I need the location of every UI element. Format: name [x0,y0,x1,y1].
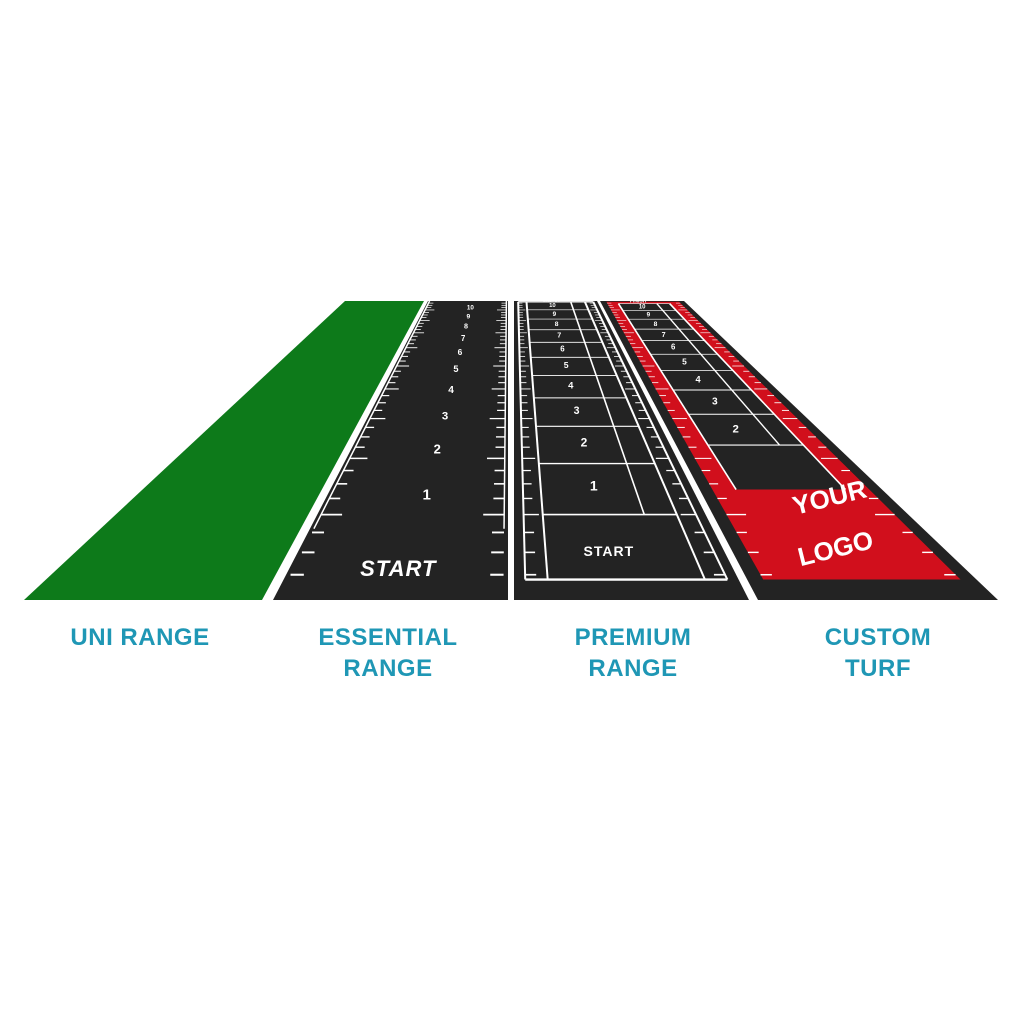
essential-distance-number: 5 [453,364,458,374]
uni-turf-surface [24,301,424,600]
premium-lane-right [583,301,706,580]
essential-distance-number: 10 [467,305,475,312]
essential-distance-number: 7 [461,334,465,343]
essential-side-line-right [503,300,508,529]
caption-uni-range-line1: UNI RANGE [70,624,210,651]
premium-distance-number: 1 [590,477,598,493]
caption-premium-range-line2: RANGE [588,655,678,682]
premium-distance-number: 2 [581,436,588,450]
custom-lane-line-right [669,302,847,491]
custom-distance-number: 4 [696,374,702,384]
caption-uni-range: UNI RANGE [25,622,255,653]
premium-grid-divider [569,301,646,515]
caption-custom-turf-line1: CUSTOM [824,624,932,651]
custom-center-lane [618,303,846,490]
essential-distance-number: 2 [434,442,441,457]
uni-range-turf [24,301,424,600]
custom-distance-number: 5 [682,356,687,366]
premium-distance-number: 3 [574,405,580,417]
premium-frame-left [517,301,527,580]
custom-distance-number: 9 [647,312,651,319]
premium-distance-number: 8 [555,321,559,328]
essential-distance-number: 9 [466,313,470,320]
custom-distance-number: 8 [654,321,658,328]
premium-start-label: START [584,543,635,559]
essential-side-line-left [313,300,431,530]
essential-distance-number: 3 [442,411,448,423]
custom-distance-number: 6 [671,342,676,351]
custom-grid-divider [656,303,781,446]
premium-distance-number: 7 [557,331,561,340]
custom-distance-number: 7 [662,330,666,339]
custom-distance-number: 3 [712,397,718,408]
custom-distance-number: 10 [639,304,646,310]
caption-premium-range-line1: PREMIUM [574,624,692,651]
caption-custom-turf: CUSTOM TURF [763,622,993,684]
custom-distance-number: 2 [733,423,739,435]
essential-turf-surface [273,301,508,600]
essential-distance-number: 4 [448,385,454,396]
custom-finish-label: FINISH [630,299,647,305]
premium-distance-number: 5 [564,360,569,370]
essential-distance-number: 1 [422,486,430,503]
premium-distance-number: 9 [553,311,557,318]
premium-distance-number: 10 [549,303,556,309]
custom-lane-line-left [617,303,737,490]
essential-distance-number: 8 [464,322,468,331]
caption-premium-range: PREMIUM RANGE [518,622,748,684]
premium-distance-number: 4 [568,380,574,391]
premium-frame-right [592,301,729,580]
caption-custom-turf-line2: TURF [845,655,911,682]
premium-distance-number: 6 [560,344,565,353]
caption-essential-range-line2: RANGE [343,655,433,682]
caption-essential-range-line1: ESSENTIAL [318,624,458,651]
premium-finish-label: FINISH [543,299,560,305]
caption-essential-range: ESSENTIAL RANGE [273,622,503,684]
essential-distance-number: 6 [458,347,463,357]
essential-start-label: START [360,556,437,581]
premium-lane-left [525,301,549,580]
